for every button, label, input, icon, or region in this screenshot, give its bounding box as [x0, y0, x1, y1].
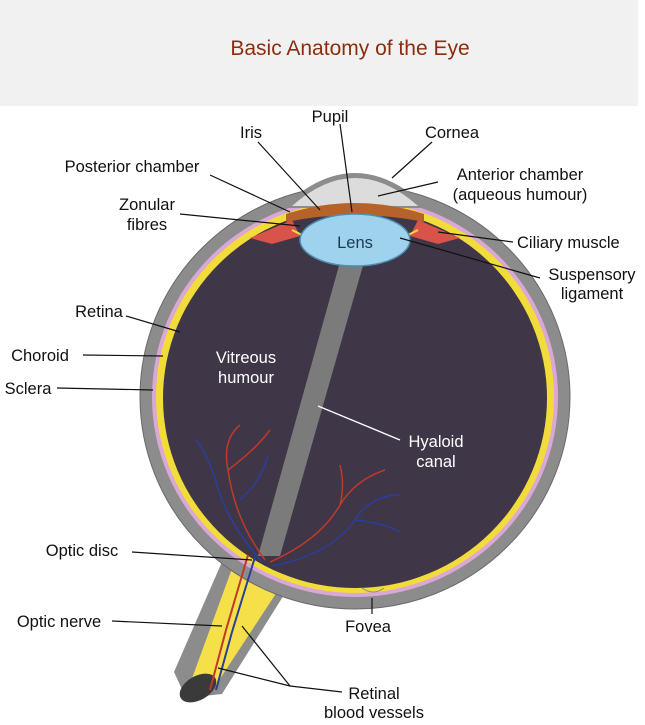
label-sclera: Sclera — [5, 380, 53, 398]
label-zonular-fibres: Zonular — [119, 196, 175, 214]
cornea-shape — [292, 178, 418, 206]
label-fovea: Fovea — [345, 618, 392, 636]
label-anterior-chamber: Anterior chamber — [457, 166, 584, 184]
label-vitreous-humour: Vitreous — [216, 349, 276, 367]
leader-lines — [56, 123, 541, 693]
label-optic-disc: Optic disc — [46, 542, 118, 560]
ciliary-muscle-right — [410, 220, 460, 244]
label-retinal-blood-vessels: Retinal — [348, 685, 399, 703]
label-hyaloid-canal: Hyaloid — [408, 433, 463, 451]
label-suspensory-ligament-sub: ligament — [561, 285, 624, 303]
label-optic-nerve: Optic nerve — [17, 613, 101, 631]
vitreous-body — [163, 208, 547, 588]
label-cornea: Cornea — [425, 124, 480, 142]
fovea-notch — [361, 587, 385, 593]
label-choroid: Choroid — [11, 347, 69, 365]
label-anterior-chamber-sub: (aqueous humour) — [453, 186, 588, 204]
eyeball — [139, 184, 571, 610]
label-vitreous-humour-sub: humour — [218, 369, 274, 387]
header-band — [0, 0, 638, 106]
label-iris: Iris — [240, 124, 262, 142]
label-suspensory-ligament: Suspensory — [548, 266, 636, 284]
label-pupil: Pupil — [312, 108, 349, 126]
label-ciliary-muscle: Ciliary muscle — [517, 234, 620, 252]
iris-shape — [286, 203, 424, 222]
label-retinal-blood-vessels-sub: blood vessels — [324, 704, 424, 720]
label-zonular-fibres-sub: fibres — [127, 216, 167, 234]
label-lens: Lens — [337, 234, 373, 252]
label-hyaloid-canal-sub: canal — [416, 453, 455, 471]
lens-shape — [299, 213, 411, 267]
retinal-blood-vessels — [195, 424, 401, 691]
label-retina: Retina — [75, 303, 124, 321]
label-posterior-chamber: Posterior chamber — [65, 158, 200, 176]
labels: Pupil Iris Cornea Posterior chamber Ante… — [5, 108, 637, 722]
ciliary-muscle-left — [250, 220, 300, 244]
hyaloid-canal-shape — [258, 262, 364, 556]
diagram-title: Basic Anatomy of the Eye — [230, 37, 469, 60]
